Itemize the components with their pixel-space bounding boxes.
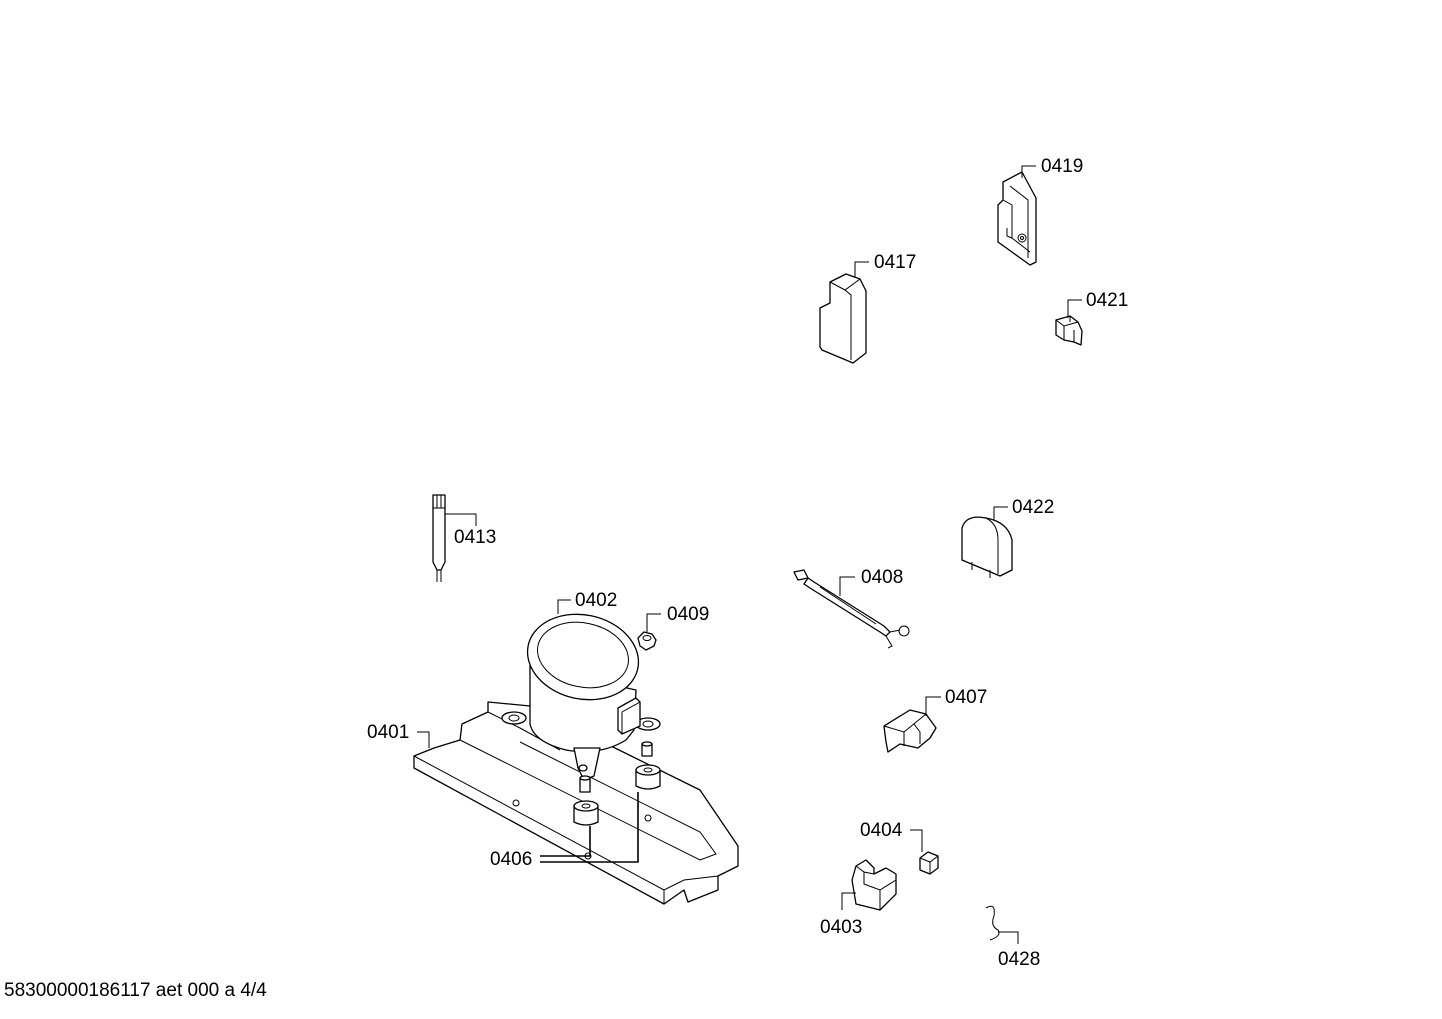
label-0407: 0407 — [945, 687, 987, 708]
leader-0421 — [1067, 299, 1082, 318]
part-0422-cap[interactable] — [961, 516, 1013, 578]
drawing-reference-footer: 58300000186117 aet 000 a 4/4 — [4, 980, 267, 1001]
leader-0409 — [646, 613, 661, 632]
label-0404: 0404 — [860, 820, 903, 841]
part-0408-cable[interactable] — [793, 569, 910, 649]
leader-0417 — [854, 261, 869, 278]
leader-0402 — [557, 599, 571, 614]
leader-0401 — [417, 731, 430, 748]
leader-0422 — [993, 506, 1008, 520]
part-0407-relay[interactable] — [883, 709, 937, 753]
label-0406: 0406 — [490, 849, 532, 870]
leader-0419 — [1021, 165, 1036, 178]
part-0417-cover[interactable] — [819, 273, 867, 364]
leader-0413 — [445, 513, 477, 526]
label-0421: 0421 — [1086, 290, 1128, 311]
label-0413: 0413 — [454, 527, 496, 548]
part-0403-housing[interactable] — [851, 859, 897, 911]
leader-0403 — [841, 892, 856, 910]
leader-0408 — [839, 576, 855, 596]
label-0402: 0402 — [575, 590, 617, 611]
part-0419-bracket[interactable] — [997, 171, 1037, 266]
leader-0404 — [910, 829, 923, 852]
label-0419: 0419 — [1041, 156, 1083, 177]
label-0409: 0409 — [667, 604, 709, 625]
part-0428-spring[interactable] — [985, 905, 1000, 941]
part-0404-cube[interactable] — [919, 851, 939, 875]
label-0403: 0403 — [820, 917, 862, 938]
label-0401: 0401 — [367, 722, 409, 743]
label-0408: 0408 — [861, 567, 903, 588]
label-0417: 0417 — [874, 252, 916, 273]
part-0409-nut[interactable] — [637, 631, 657, 651]
part-0406-grommets[interactable] — [573, 741, 661, 826]
part-0402-compressor[interactable] — [519, 604, 661, 781]
leader-0407 — [925, 696, 941, 716]
part-0413-sensor[interactable] — [432, 494, 446, 582]
part-0421-clip[interactable] — [1055, 315, 1083, 346]
leader-0428 — [998, 931, 1019, 944]
label-0422: 0422 — [1012, 497, 1054, 518]
leader-0406 — [540, 792, 639, 863]
label-0428: 0428 — [998, 949, 1040, 970]
